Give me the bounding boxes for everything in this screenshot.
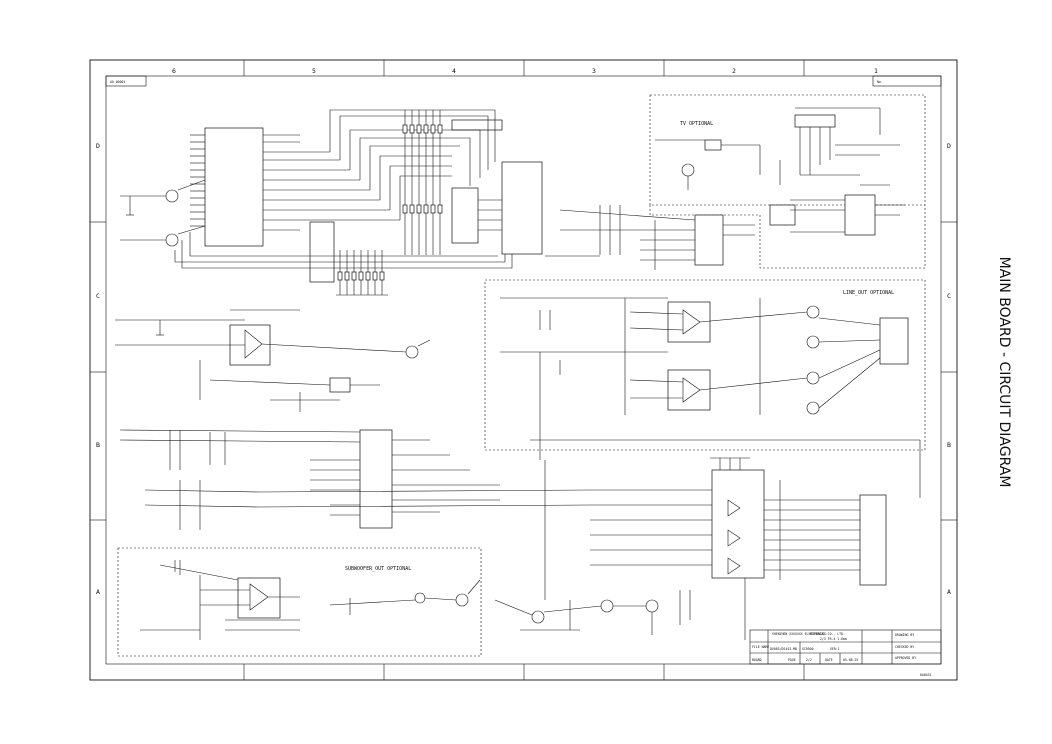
- row-label-d-right: D: [947, 142, 951, 150]
- lineout-opamp-1: [682, 309, 701, 335]
- footer-code: 6A8431: [920, 673, 932, 677]
- column-label-6: 6: [172, 67, 176, 75]
- tv-optional-region: [649, 94, 926, 206]
- tv-ic: [844, 194, 876, 236]
- main-ic: [204, 127, 264, 247]
- subwoofer-optional-region: [117, 547, 482, 657]
- diagram-title: MAIN BOARD - CIRCUIT DIAGRAM: [996, 257, 1012, 488]
- opamp-c: [244, 329, 263, 359]
- transistor-q2: [165, 233, 179, 247]
- middle-ic-block: [545, 205, 755, 270]
- version-label: SCR500: [802, 647, 814, 651]
- middle-ic: [694, 214, 724, 266]
- column-label-5: 5: [312, 67, 316, 75]
- speaker-connector: [859, 494, 887, 586]
- drawing-by-label: DRAWING BY: [895, 633, 914, 637]
- company-name-line1: SHENZHEN XXXXXXX ELECTRONICS CO., LTD.: [772, 632, 845, 636]
- date-label: DATE: [825, 658, 833, 662]
- row-label-b-right: B: [947, 441, 951, 449]
- subwoofer-block: [140, 560, 481, 640]
- connector-ic: [309, 221, 335, 283]
- tv-optional-region-ext: [649, 205, 926, 269]
- bottom-transistor-block: [494, 590, 691, 635]
- header-connector: [501, 161, 543, 255]
- inner-frame: [105, 75, 942, 665]
- corner-label-left: AO 00001: [110, 80, 125, 84]
- column-dividers: [243, 60, 805, 680]
- page-value: 2/2: [806, 658, 812, 662]
- row-label-d-left: D: [96, 142, 100, 150]
- board-label: BOARD: [752, 658, 762, 662]
- resistor-bank-top: [451, 119, 503, 131]
- version-value: VER:1: [830, 647, 840, 651]
- section-b-ic-block: [119, 429, 591, 530]
- tv-optional-label: TV OPTIONAL: [680, 121, 713, 127]
- lineout-connector: [879, 317, 909, 365]
- corner-box-right: [872, 75, 942, 87]
- subwoofer-optional-label: SUBWOOFER_OUT OPTIONAL: [345, 566, 411, 572]
- column-label-2: 2: [732, 67, 736, 75]
- main-ic-block: [120, 109, 543, 296]
- column-label-3: 3: [592, 67, 596, 75]
- tv-transistor: [681, 163, 695, 177]
- row-label-c-left: C: [96, 292, 100, 300]
- transistor-q1: [165, 189, 179, 203]
- line-out-optional-label: LINE_OUT OPTIONAL: [843, 290, 894, 296]
- material-label: MATERIAL:: [810, 632, 827, 636]
- power-amp-ic: [711, 469, 765, 579]
- title-block: [749, 629, 942, 665]
- opamp-c-block: [115, 309, 431, 412]
- checked-by-label: CHECKED BY: [895, 645, 914, 649]
- date-value: 05.08.25: [843, 658, 858, 662]
- corner-box-left: [105, 75, 147, 87]
- row-label-a-left: A: [96, 588, 100, 596]
- file-name-value: DV003/DS443-MB: [770, 647, 797, 651]
- line-out-optional-region: [484, 279, 926, 451]
- column-label-4: 4: [452, 67, 456, 75]
- row-label-a-right: A: [947, 588, 951, 596]
- lineout-opamp-2: [682, 377, 701, 403]
- subwoofer-opamp: [249, 583, 269, 611]
- page-label: PAGE: [788, 658, 796, 662]
- row-label-c-right: C: [947, 292, 951, 300]
- column-label-1: 1: [874, 67, 878, 75]
- row-label-b-left: B: [96, 441, 100, 449]
- outer-frame: [89, 59, 958, 681]
- power-amp-block: [530, 439, 921, 640]
- line-out-block: [500, 297, 909, 460]
- transistor-q8: [455, 593, 469, 607]
- transistor-q5: [405, 345, 419, 359]
- tv-resistor-array: [794, 114, 836, 128]
- section-b-ic: [359, 429, 393, 529]
- corner-label-right: No.: [877, 80, 883, 84]
- material-value: 2/3 FR-4 1.6mm: [820, 637, 847, 641]
- tv-optional-block: [655, 107, 905, 236]
- file-name-label: FILE NAME: [752, 645, 769, 649]
- approved-by-label: APPROVED BY: [895, 656, 916, 660]
- row-dividers: [90, 221, 957, 521]
- decoder-ic: [451, 187, 479, 244]
